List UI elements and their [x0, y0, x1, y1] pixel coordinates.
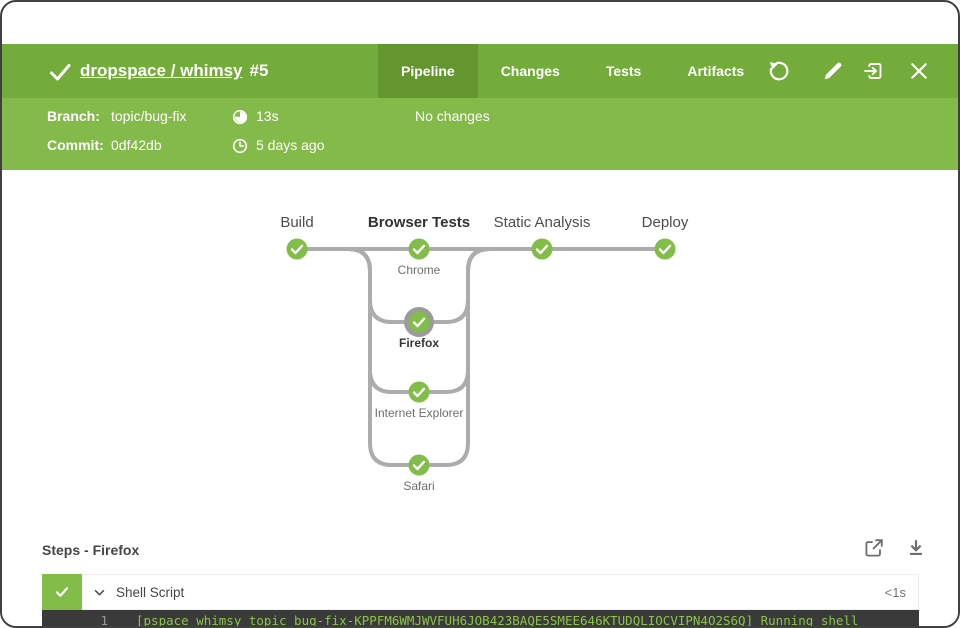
duration-icon: [232, 109, 248, 128]
open-external-icon[interactable]: [862, 536, 886, 560]
time-ago-value: 5 days ago: [256, 137, 325, 153]
run-number: #5: [249, 61, 269, 80]
console-log-text: [pspace_whimsy_topic_bug-fix-KPPFM6WMJWV…: [136, 612, 859, 628]
stage-label-static-analysis[interactable]: Static Analysis: [493, 214, 591, 231]
download-icon[interactable]: [904, 536, 928, 560]
commit-label: Commit:: [47, 137, 104, 153]
node-build[interactable]: [286, 238, 308, 260]
pipeline-edges: [297, 247, 665, 467]
header-actions: [766, 44, 932, 98]
tab-pipeline[interactable]: Pipeline: [378, 44, 478, 98]
node-internet-explorer[interactable]: [408, 381, 430, 403]
duration-value: 13s: [256, 108, 279, 124]
console-line-number: 1: [100, 612, 108, 628]
go-to-classic-icon[interactable]: [860, 58, 886, 84]
pipeline-main: Build Browser Tests Static Analysis Depl…: [2, 170, 958, 626]
tab-tests[interactable]: Tests: [605, 63, 642, 79]
stage-label-deploy[interactable]: Deploy: [641, 214, 689, 231]
step-duration: <1s: [884, 584, 906, 600]
run-details-bar: Branch: topic/bug-fix Commit: 0df42db 13…: [2, 98, 958, 170]
branch-value: topic/bug-fix: [111, 108, 187, 124]
console-output: 1 [pspace_whimsy_topic_bug-fix-KPPFM6WMJ…: [42, 610, 919, 628]
edit-icon[interactable]: [820, 58, 846, 84]
close-icon[interactable]: [906, 58, 932, 84]
tab-artifacts[interactable]: Artifacts: [687, 63, 745, 79]
run-header: dropspace / whimsy #5 Pipeline Changes T…: [2, 44, 958, 98]
step-row-shell-script[interactable]: Shell Script <1s: [42, 574, 919, 610]
node-chrome[interactable]: [408, 238, 430, 260]
rerun-icon[interactable]: [766, 58, 792, 84]
run-tabs: Pipeline Changes Tests Artifacts: [378, 44, 767, 98]
node-safari[interactable]: [408, 454, 430, 476]
step-success-icon: [42, 574, 82, 610]
node-static-analysis[interactable]: [531, 238, 553, 260]
node-deploy[interactable]: [654, 238, 676, 260]
chevron-down-icon[interactable]: [92, 585, 107, 600]
steps-header-icons: [862, 536, 928, 560]
pipeline-graph: [286, 238, 676, 476]
step-label: Shell Script: [116, 584, 185, 600]
steps-title: Steps - Firefox: [42, 542, 140, 558]
commit-value: 0df42db: [111, 137, 162, 153]
branch-label-firefox[interactable]: Firefox: [398, 336, 439, 350]
branch-label: Branch:: [47, 108, 100, 124]
clock-icon: [232, 138, 248, 157]
tab-changes[interactable]: Changes: [500, 63, 560, 79]
success-check-icon: [48, 60, 72, 84]
changes-summary: No changes: [415, 108, 490, 124]
branch-label-internet-explorer[interactable]: Internet Explorer: [374, 406, 464, 420]
branch-label-safari[interactable]: Safari: [403, 479, 435, 493]
branch-label-chrome[interactable]: Chrome: [397, 263, 441, 277]
run-title: dropspace / whimsy #5: [80, 44, 268, 98]
stage-label-browser-tests[interactable]: Browser Tests: [367, 214, 471, 231]
pipeline-name-link[interactable]: dropspace / whimsy: [80, 61, 243, 80]
stage-label-build[interactable]: Build: [280, 214, 314, 231]
node-firefox-selected[interactable]: [404, 307, 434, 337]
